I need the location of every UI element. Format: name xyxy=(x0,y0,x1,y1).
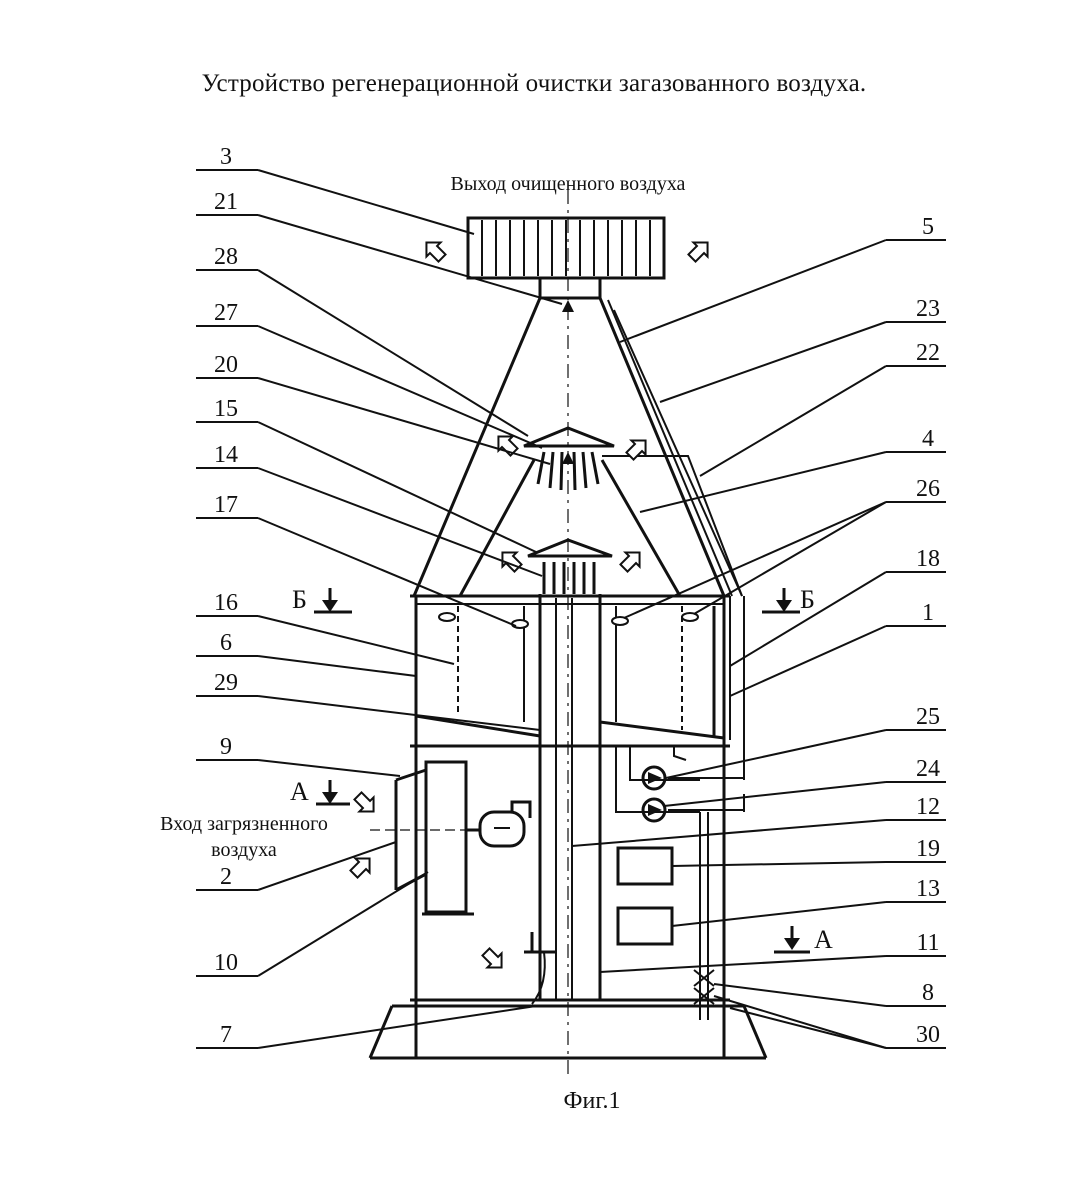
leader-label-2: 2 xyxy=(196,841,397,891)
diagram-title: Устройство регенерационной очистки загаз… xyxy=(201,70,867,97)
callout-13: 13 xyxy=(916,876,940,902)
callout-30: 30 xyxy=(916,1022,940,1048)
central-pipe xyxy=(538,594,602,1000)
leader-label-28: 28 xyxy=(196,244,529,437)
base xyxy=(368,998,768,1060)
callout-25: 25 xyxy=(916,704,940,730)
section-mark-b-right: Б xyxy=(762,585,815,614)
callout-24: 24 xyxy=(916,756,940,782)
outer-cone xyxy=(412,297,743,597)
leader-label-10: 10 xyxy=(196,871,429,977)
leader-label-27: 27 xyxy=(196,300,543,449)
callout-18: 18 xyxy=(916,546,940,572)
leader-label-17: 17 xyxy=(196,492,517,627)
inner-cone xyxy=(458,455,743,597)
leader-label-30: 30 xyxy=(713,995,946,1049)
leader-label-25: 25 xyxy=(665,704,946,779)
leader-label-14: 14 xyxy=(196,442,543,577)
callout-19: 19 xyxy=(916,836,940,862)
leader-label-15: 15 xyxy=(196,396,537,553)
leader-label-26: 26 xyxy=(623,476,946,619)
leader-label-9: 9 xyxy=(196,734,401,777)
leader-label-20: 20 xyxy=(196,352,551,465)
callout-27: 27 xyxy=(214,300,238,326)
callout-14: 14 xyxy=(214,442,238,468)
inlet-caption-line1: Вход загрязненного xyxy=(160,813,328,835)
callout-9: 9 xyxy=(220,734,232,760)
callout-23: 23 xyxy=(916,296,940,322)
leader-label-12: 12 xyxy=(571,794,946,847)
leader-label-29: 29 xyxy=(196,670,541,731)
leader-label-5: 5 xyxy=(619,214,946,343)
section-b-left-label: Б xyxy=(292,585,307,614)
leader-label-23: 23 xyxy=(659,296,946,403)
callout-10: 10 xyxy=(214,950,238,976)
flow-arrows xyxy=(349,241,709,969)
leader-label-6: 6 xyxy=(196,630,417,677)
control-blocks xyxy=(616,846,674,946)
callout-7: 7 xyxy=(220,1022,232,1048)
leader-label-13: 13 xyxy=(671,876,946,927)
leader-label-1: 1 xyxy=(729,600,946,697)
inlet-caption-line2: воздуха xyxy=(211,839,277,861)
leader-label-11: 11 xyxy=(599,930,946,973)
housing xyxy=(410,594,745,1058)
leader-label-7: 7 xyxy=(196,1005,537,1049)
section-b-right-label: Б xyxy=(800,585,815,614)
pumps xyxy=(615,746,744,1020)
section-a-right-label: А xyxy=(814,925,833,954)
section-mark-b-left: Б xyxy=(292,585,352,614)
callout-1: 1 xyxy=(922,600,934,626)
leader-label-18: 18 xyxy=(729,546,946,667)
fan-unit xyxy=(370,760,532,916)
callout-11: 11 xyxy=(916,930,939,956)
section-mark-a-left: А xyxy=(290,777,350,806)
callout-12: 12 xyxy=(916,794,940,820)
section-a-left-label: А xyxy=(290,777,309,806)
leader-label-21: 21 xyxy=(196,189,563,305)
leader-label-4: 4 xyxy=(639,426,946,513)
outlet-caption: Выход очищенного воздуха xyxy=(451,173,686,195)
callout-17: 17 xyxy=(214,492,238,518)
callout-22: 22 xyxy=(916,340,940,366)
leader-label-22: 22 xyxy=(699,340,946,477)
leader-label-8: 8 xyxy=(713,980,946,1007)
upper-cap xyxy=(523,426,615,491)
callout-4: 4 xyxy=(922,426,934,452)
callout-26: 26 xyxy=(916,476,940,502)
callout-16: 16 xyxy=(214,590,238,616)
callout-29: 29 xyxy=(214,670,238,696)
callout-8: 8 xyxy=(922,980,934,1006)
figure-caption: Фиг.1 xyxy=(564,1088,621,1114)
leader-label-24: 24 xyxy=(663,756,946,807)
callout-5: 5 xyxy=(922,214,934,240)
callout-28: 28 xyxy=(214,244,238,270)
section-mark-a-right: А xyxy=(774,925,833,954)
callout-3: 3 xyxy=(220,144,232,170)
leader-label-16: 16 xyxy=(196,590,455,665)
leader-label-3: 3 xyxy=(196,144,475,235)
callout-2: 2 xyxy=(220,864,232,890)
outlet-grille xyxy=(466,216,666,300)
lower-cap xyxy=(527,538,613,594)
callout-20: 20 xyxy=(214,352,238,378)
filter-cassettes xyxy=(438,606,716,736)
callout-15: 15 xyxy=(214,396,238,422)
callout-21: 21 xyxy=(214,189,238,215)
callout-6: 6 xyxy=(220,630,232,656)
leader-label-19: 19 xyxy=(671,836,946,867)
